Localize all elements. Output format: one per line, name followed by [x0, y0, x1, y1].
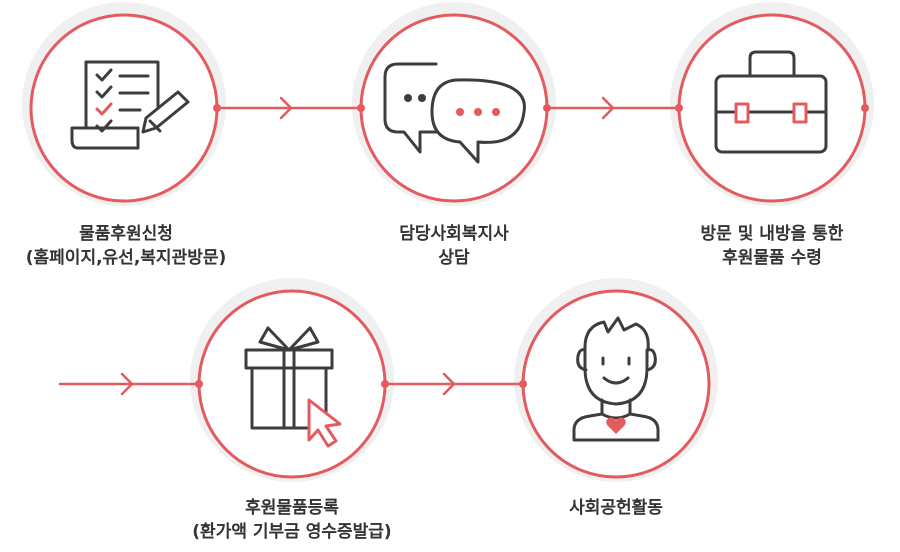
dot [675, 104, 683, 112]
step-2-line-1: 담당사회복지사 [399, 224, 509, 244]
step-label-1: 물품후원신청 (홈페이지,유선,복지관방문) [4, 222, 248, 270]
step-4-line-1: 후원물품등록 [245, 498, 339, 518]
step-circle-1 [29, 13, 219, 203]
dot [213, 104, 221, 112]
step-4-line-2: (환가액 기부금 영수증발급) [192, 522, 392, 542]
connector-dots [195, 104, 869, 388]
step-2-line-2: 상담 [438, 248, 470, 268]
step-1-line-1: 물품후원신청 [79, 224, 173, 244]
step-label-4: 후원물품등록 (환가액 기부금 영수증발급) [166, 496, 418, 544]
step-5-line-1: 사회공헌활동 [569, 498, 663, 518]
person-heart-icon [572, 316, 660, 442]
dot [381, 380, 389, 388]
connector-group [58, 96, 681, 396]
dot [357, 104, 365, 112]
step-label-2: 담당사회복지사 상담 [354, 222, 554, 270]
dot [519, 380, 527, 388]
step-1-line-2: (홈페이지,유선,복지관방문) [25, 248, 227, 268]
briefcase-icon [714, 50, 828, 154]
step-3-line-1: 방문 및 내방을 통한 [700, 224, 844, 244]
arrow-1-2-icon [279, 96, 293, 120]
arrow-in-4-icon [120, 372, 134, 396]
step-3-line-2: 후원물품 수령 [722, 248, 822, 268]
step-label-5: 사회공헌활동 [516, 496, 716, 520]
checklist-pencil-icon [70, 60, 190, 150]
arrow-4-5-icon [442, 372, 456, 396]
arrow-2-3-icon [601, 96, 615, 120]
chat-bubbles-icon [383, 62, 526, 164]
step-label-3: 방문 및 내방을 통한 후원물품 수령 [672, 222, 872, 270]
dot [861, 104, 869, 112]
dot [195, 380, 203, 388]
gift-cursor-icon [244, 326, 342, 448]
dot [543, 104, 551, 112]
